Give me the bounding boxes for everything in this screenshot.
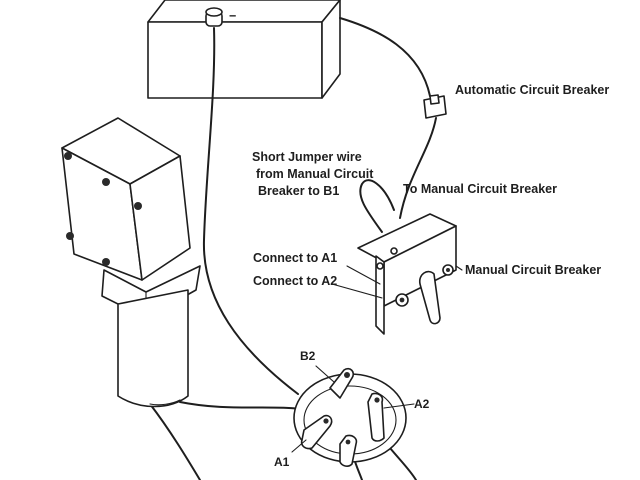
gearbox-bolt: [66, 232, 74, 240]
label-terminal-a2: A2: [414, 397, 430, 411]
short-jumper-wire: [359, 179, 395, 233]
label-automatic-circuit-breaker: Automatic Circuit Breaker: [455, 83, 609, 97]
wire-motor-to-solenoid: [179, 401, 313, 411]
label-manual-circuit-breaker: Manual Circuit Breaker: [465, 263, 601, 277]
terminal-a2: [367, 392, 385, 442]
terminal-bottom: [339, 434, 358, 467]
solenoid: [293, 367, 407, 467]
gearbox-bolt: [102, 178, 110, 186]
label-jumper-line-1: Short Jumper wire: [252, 150, 362, 164]
gearbox-bolt: [134, 202, 142, 210]
label-jumper-line-3: Breaker to B1: [258, 184, 339, 198]
battery-negative-sign: −: [229, 9, 236, 23]
label-to-manual-circuit-breaker: To Manual Circuit Breaker: [403, 182, 557, 196]
wire-battery-to-auto-breaker: [339, 17, 431, 97]
breaker-reset-lever[interactable]: [418, 270, 441, 325]
label-connect-a2: Connect to A2: [253, 274, 337, 288]
label-terminal-a1: A1: [274, 455, 290, 469]
gearbox-bolt: [102, 258, 110, 266]
gearbox-bolt: [64, 152, 72, 160]
leader-lines: [291, 265, 463, 453]
battery: −: [147, 0, 341, 99]
breaker-stud-left: [395, 293, 409, 307]
label-jumper-line-2: from Manual Circuit: [256, 167, 374, 181]
battery-positive-post: [205, 7, 223, 27]
breaker-stud-right: [442, 264, 454, 276]
label-connect-a1: Connect to A1: [253, 251, 337, 265]
manual-circuit-breaker: [357, 213, 457, 335]
winch-motor: [61, 117, 201, 408]
terminal-b2: [329, 367, 355, 399]
label-terminal-b2: B2: [300, 349, 316, 363]
wire-battery-to-b2: [202, 27, 299, 395]
labels: Automatic Circuit Breaker Short Jumper w…: [252, 83, 609, 469]
automatic-circuit-breaker: [423, 94, 447, 119]
wiring: [149, 17, 437, 480]
wire-auto-breaker-to-manual-breaker: [399, 117, 437, 219]
